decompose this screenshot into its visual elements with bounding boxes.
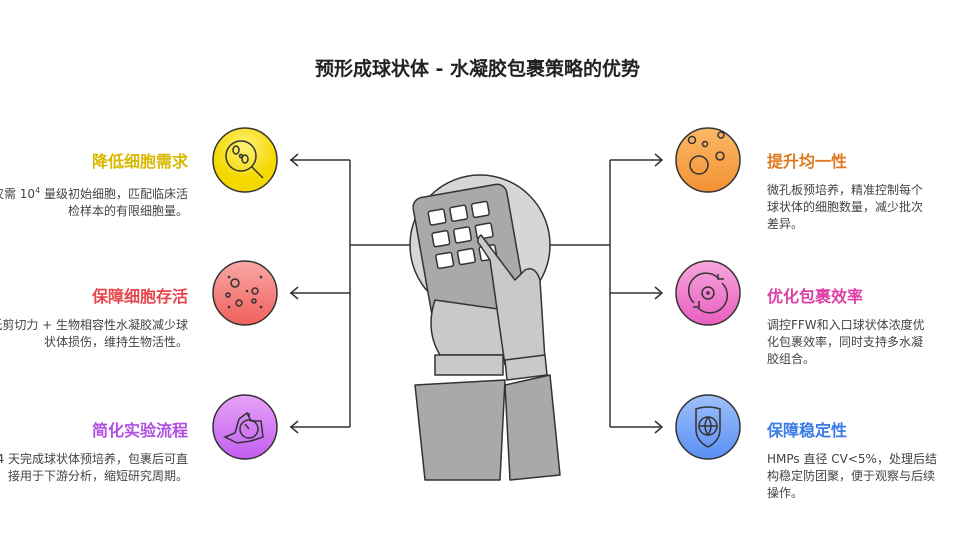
desc-text: 仅需 10 [0,187,36,201]
benefit-simplify-workflow: 简化实验流程 4 天完成球状体预培养，包裹后可直接用于下游分析，缩短研究周期。 [0,417,188,485]
benefit-title: 简化实验流程 [91,421,188,440]
benefit-title: 优化包裹效率 [767,287,864,306]
tablet-hands-illustration [409,174,561,481]
benefit-description: 微孔板预培养，精准控制每个球状体的细胞数量，减少批次差异。 [767,183,924,231]
benefit-description: 调控FFW和入口球状体浓度优化包裹效率，同时支持多水凝胶组合。 [767,318,925,366]
page-title: 预形成球状体 - 水凝胶包裹策略的优势 [314,58,641,80]
bubbles-icon [675,127,741,193]
benefit-description: 仅需 104 量级初始细胞，匹配临床活检样本的有限细胞量。 [0,182,188,220]
desc-text: 量级初始细胞，匹配临床活检样本的有限细胞量。 [40,187,188,218]
benefit-uniformity: 提升均一性 微孔板预培养，精准控制每个球状体的细胞数量，减少批次差异。 [767,148,955,233]
benefit-description: 4 天完成球状体预培养，包裹后可直接用于下游分析，缩短研究周期。 [0,452,188,483]
benefit-description: HMPs 直径 CV<5%，处理后结构稳定防团聚，便于观察与后续操作。 [767,452,937,500]
benefit-title: 提升均一性 [767,152,848,171]
gear-cycle-icon [675,260,741,326]
benefit-stability: 保障稳定性 HMPs 直径 CV<5%，处理后结构稳定防团聚，便于观察与后续操作… [767,417,955,502]
shield-globe-icon [675,394,741,460]
cells-virus-icon [212,260,278,326]
benefit-title: 保障稳定性 [767,421,848,440]
benefit-title: 降低细胞需求 [91,152,188,171]
magnifier-cells-icon [212,127,278,193]
benefit-cell-survival: 保障细胞存活 低剪切力 + 生物相容性水凝胶减少球状体损伤，维持生物活性。 [0,283,188,351]
hand-stopwatch-icon [212,394,278,460]
benefit-description: 低剪切力 + 生物相容性水凝胶减少球状体损伤，维持生物活性。 [0,318,188,349]
benefit-encapsulation-efficiency: 优化包裹效率 调控FFW和入口球状体浓度优化包裹效率，同时支持多水凝胶组合。 [767,283,955,368]
benefit-reduce-cell-need: 降低细胞需求 仅需 104 量级初始细胞，匹配临床活检样本的有限细胞量。 [0,148,188,220]
desc-superscript: 4 [35,186,41,195]
benefit-title: 保障细胞存活 [91,287,188,306]
